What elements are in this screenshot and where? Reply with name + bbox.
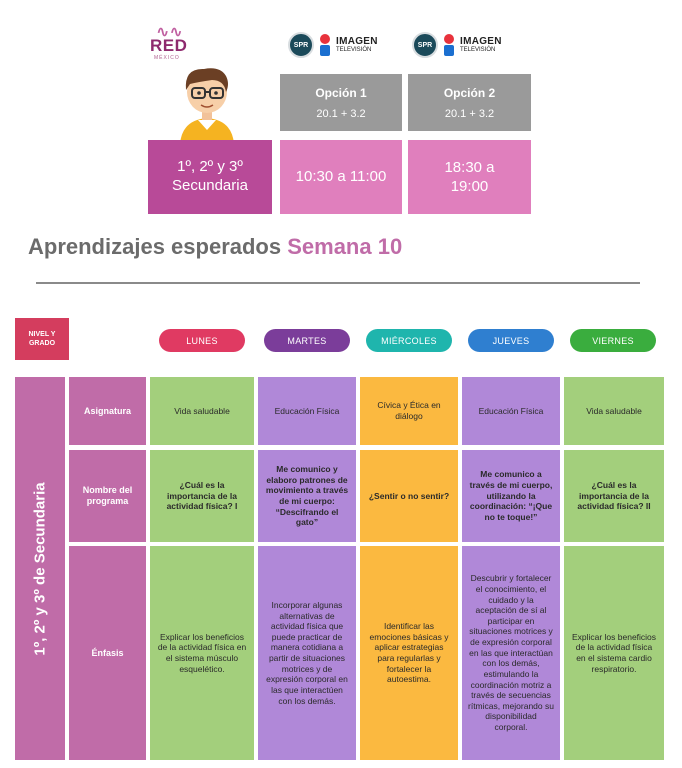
option1-channels: 20.1 + 3.2 xyxy=(316,108,366,120)
option1-header: Opción 1 20.1 + 3.2 xyxy=(280,74,402,131)
day-pill-jueves: JUEVES xyxy=(468,329,554,352)
option1-time: 10:30 a 11:00 xyxy=(280,140,402,214)
option2-time: 18:30 a 19:00 xyxy=(408,140,531,214)
option1-title: Opción 1 xyxy=(315,86,367,100)
page-title: Aprendizajes esperados Semana 10 xyxy=(28,234,403,259)
row-label-programa: Nombre del programa xyxy=(69,450,146,542)
row-label-asignatura: Asignatura xyxy=(69,377,146,445)
day-pill-lunes: LUNES xyxy=(159,329,245,352)
asignatura-martes: Educación Física xyxy=(258,377,356,445)
week-label: Semana 10 xyxy=(287,234,403,259)
imagen-icon xyxy=(320,34,330,56)
programa-lunes: ¿Cuál es la importancia de la actividad … xyxy=(150,450,254,542)
level-box: 1º, 2º y 3º Secundaria xyxy=(148,140,272,214)
nivel-grado-label: NIVEL Y GRADO xyxy=(15,318,69,360)
logo-subtext: MÉXICO xyxy=(154,55,180,61)
imagen-icon xyxy=(444,34,454,56)
enfasis-miercoles: Identificar las emociones básicas y apli… xyxy=(360,546,458,760)
enfasis-viernes: Explicar los beneficios de la actividad … xyxy=(564,546,664,760)
channel-logos-option1: SPR IMAGEN TELEVISIÓN xyxy=(288,32,378,58)
asignatura-miercoles: Cívica y Ética en diálogo xyxy=(360,377,458,445)
enfasis-lunes: Explicar los beneficios de la actividad … xyxy=(150,546,254,760)
grade-side-label: 1º, 2º y 3º de Secundaria xyxy=(15,377,65,760)
divider xyxy=(36,282,640,284)
channel-logos-option2: SPR IMAGEN TELEVISIÓN xyxy=(412,32,502,58)
enfasis-martes: Incorporar algunas alternativas de activ… xyxy=(258,546,356,760)
option2-title: Opción 2 xyxy=(443,86,496,100)
logo-text: RED xyxy=(150,36,188,55)
student-illustration xyxy=(168,62,246,144)
day-pill-martes: MARTES xyxy=(264,329,350,352)
asignatura-viernes: Vida saludable xyxy=(564,377,664,445)
red-mexico-logo: ∿∿ RED MÉXICO xyxy=(150,22,190,62)
programa-jueves: Me comunico a través de mi cuerpo, utili… xyxy=(462,450,560,542)
day-pill-miercoles: MIÉRCOLES xyxy=(366,329,452,352)
programa-miercoles: ¿Sentir o no sentir? xyxy=(360,450,458,542)
asignatura-jueves: Educación Física xyxy=(462,377,560,445)
asignatura-lunes: Vida saludable xyxy=(150,377,254,445)
imagen-logo: IMAGEN TELEVISIÓN xyxy=(460,36,502,54)
programa-viernes: ¿Cuál es la importancia de la actividad … xyxy=(564,450,664,542)
day-pill-viernes: VIERNES xyxy=(570,329,656,352)
row-label-enfasis: Énfasis xyxy=(69,546,146,760)
option2-channels: 20.1 + 3.2 xyxy=(444,108,495,120)
spr-logo: SPR xyxy=(288,32,314,58)
option2-header: Opción 2 20.1 + 3.2 xyxy=(408,74,531,131)
logo-swirl-icon: ∿∿ xyxy=(156,24,183,41)
spr-logo: SPR xyxy=(412,32,438,58)
programa-martes: Me comunico y elaboro patrones de movimi… xyxy=(258,450,356,542)
imagen-logo: IMAGEN TELEVISIÓN xyxy=(336,36,378,54)
enfasis-jueves: Descubrir y fortalecer el conocimiento, … xyxy=(462,546,560,760)
